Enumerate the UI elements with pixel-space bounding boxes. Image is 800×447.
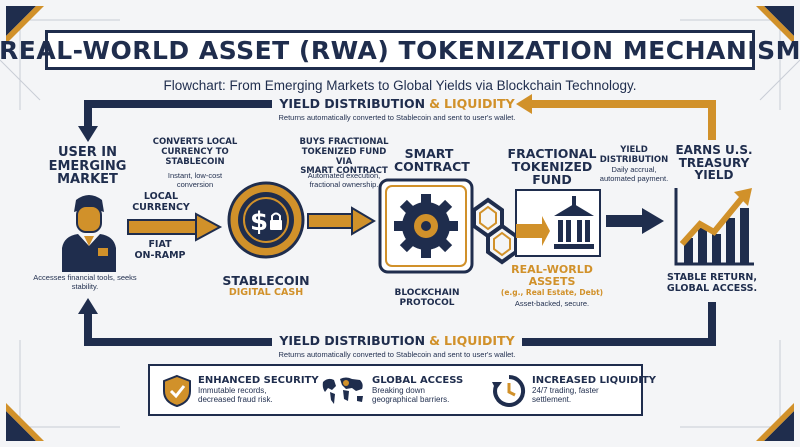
top-banner-title-part2: LIQUIDITY [443, 96, 515, 111]
bottom-banner-title-part2: LIQUIDITY [443, 333, 515, 348]
step2-title: BUYS FRACTIONAL TOKENIZED FUND VIA SMART… [299, 137, 389, 177]
top-banner-title-part1: YIELD DISTRIBUTION [279, 96, 426, 111]
stablecoin-glyph: $ [250, 207, 268, 237]
growth-chart-icon [674, 188, 754, 266]
bottom-banner-title-part1: YIELD DISTRIBUTION [279, 333, 426, 348]
shield-check-icon [163, 374, 191, 408]
user-title: USER IN EMERGING MARKET [48, 145, 127, 188]
world-map-icon [322, 377, 363, 404]
gear-cube-icon [378, 178, 474, 274]
title-banner: REAL-WORLD ASSET (RWA) TOKENIZATION MECH… [0, 30, 800, 70]
step1-desc: Instant, low-cost conversion [167, 171, 223, 189]
top-banner-desc: Returns automatically converted to Stabl… [278, 113, 516, 122]
rwa-title: REAL-WORLD ASSETS [511, 263, 593, 288]
stablecoin-coin-icon: $ [227, 181, 305, 259]
bottom-banner-amp: & [429, 333, 440, 348]
rwa-example: (e.g., Real Estate, Debt) [500, 288, 604, 297]
top-banner-amp: & [429, 96, 440, 111]
benefit-security: ENHANCED SECURITY Immutable records, dec… [198, 375, 319, 405]
smart-contract-title: SMART CONTRACT [394, 146, 470, 175]
user-desc: Accesses financial tools, seeks stabilit… [33, 273, 137, 291]
step3-title: YIELD DISTRIBUTION [599, 145, 669, 165]
fund-title: FRACTIONAL TOKENIZED FUND [507, 146, 597, 188]
treasury-return: STABLE RETURN, GLOBAL ACCESS. [666, 272, 758, 294]
arrow-fund-to-treasury [606, 208, 664, 234]
chain-link-icon [472, 197, 518, 265]
user-person-icon [62, 195, 116, 272]
step3-desc: Daily accrual, automated payment. [599, 165, 669, 183]
benefit-global: GLOBAL ACCESS Breaking down geographical… [372, 375, 464, 405]
benefits-panel: ENHANCED SECURITY Immutable records, dec… [148, 364, 656, 416]
page-subtitle: Flowchart: From Emerging Markets to Glob… [163, 78, 637, 93]
clock-cycle-icon [492, 374, 526, 407]
step2-desc: Automated execution, fractional ownershi… [307, 171, 381, 189]
rwa-desc: Asset-backed, secure. [514, 299, 590, 308]
bottom-banner-desc: Returns automatically converted to Stabl… [278, 350, 516, 359]
arrow-stablecoin-to-contract [307, 206, 376, 236]
arrow-user-to-stablecoin [127, 212, 223, 242]
fiat-onramp-label: FIAT ON-RAMP [134, 239, 186, 261]
benefit-liquidity: INCREASED LIQUIDITY 24/7 trading, faster… [532, 375, 657, 405]
bank-building-icon [515, 189, 601, 257]
treasury-title: EARNS U.S. TREASURY YIELD [675, 143, 753, 183]
stablecoin-subtitle: DIGITAL CASH [228, 287, 304, 298]
page-title: REAL-WORLD ASSET (RWA) TOKENIZATION MECH… [0, 35, 800, 65]
step1-title: CONVERTS LOCAL CURRENCY TO STABLECOIN [152, 137, 238, 167]
top-yield-banner: YIELD DISTRIBUTION & LIQUIDITY Returns a… [272, 96, 522, 122]
local-currency-label: LOCAL CURRENCY [132, 191, 190, 213]
bottom-yield-banner: YIELD DISTRIBUTION & LIQUIDITY Returns a… [272, 333, 522, 359]
stablecoin-title: STABLECOIN [222, 273, 310, 288]
blockchain-protocol-label: BLOCKCHAIN PROTOCOL [394, 288, 460, 309]
